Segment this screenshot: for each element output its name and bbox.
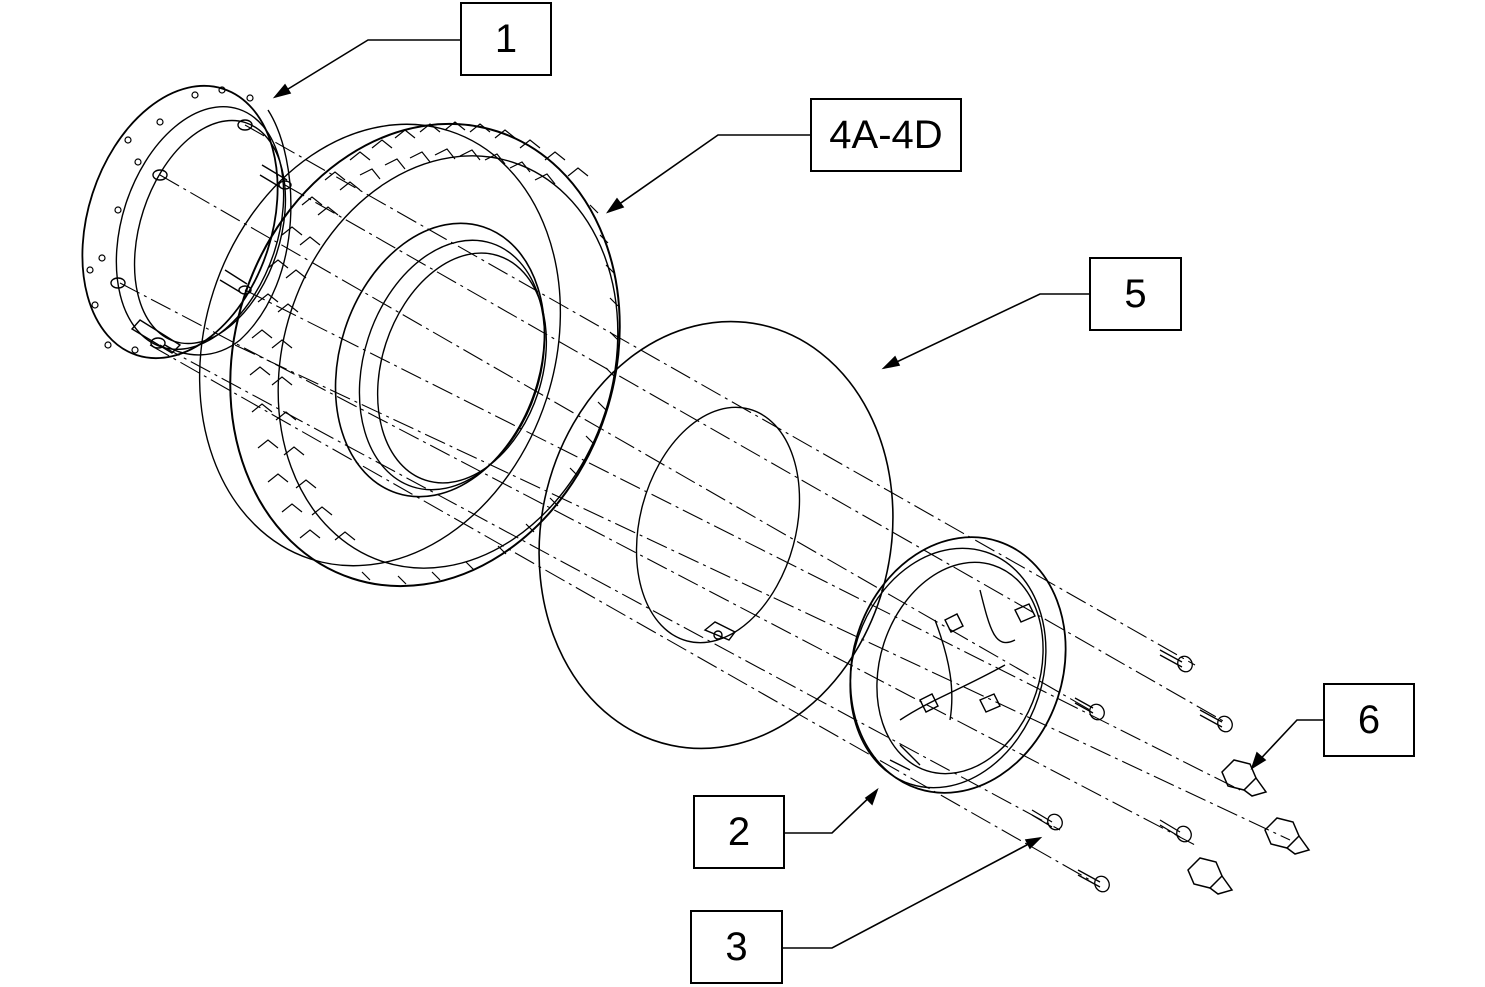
rim-half-outer [81, 84, 292, 360]
lug-nut [1221, 759, 1268, 797]
lug-nut [1264, 817, 1311, 855]
inner-tube [538, 320, 894, 750]
leader-6 [1251, 719, 1323, 769]
bolt [1159, 819, 1192, 843]
rim-half-inner [849, 536, 1067, 794]
callout-2-label: 2 [727, 809, 751, 854]
bolt [1199, 709, 1233, 733]
tire [198, 121, 621, 588]
callout-5: 5 [1089, 257, 1182, 331]
callout-6: 6 [1323, 683, 1415, 757]
leader-2-arrow [864, 787, 879, 806]
callout-5-label: 5 [1124, 271, 1147, 316]
rim-bolt-holes [86, 86, 254, 354]
callout-4a-4d-label: 4A-4D [829, 112, 943, 157]
leader-3 [783, 837, 1041, 949]
bolts [1031, 649, 1233, 893]
lug-nuts [1187, 759, 1311, 895]
leader-2 [785, 789, 878, 834]
callout-3-label: 3 [725, 924, 748, 969]
callout-4a-4d: 4A-4D [810, 98, 962, 172]
leader-3-arrow [1024, 836, 1043, 850]
lug-nut [1187, 857, 1234, 895]
callout-1: 1 [460, 2, 552, 76]
tire-tread [249, 121, 619, 585]
leader-4 [607, 134, 810, 213]
callout-6-label: 6 [1357, 697, 1381, 742]
bolt [1159, 649, 1193, 673]
rim-studs [110, 119, 292, 354]
bolt [1074, 697, 1105, 721]
callout-1-label: 1 [494, 16, 518, 61]
leader-6-arrow [1250, 751, 1267, 770]
callout-2: 2 [693, 795, 785, 869]
bolt [1031, 809, 1063, 831]
bolt [1077, 869, 1110, 893]
leader-1 [274, 39, 460, 98]
leader-5-arrow [881, 355, 901, 370]
callout-3: 3 [690, 910, 783, 984]
leader-lines [272, 39, 1323, 949]
assembly-lines [119, 124, 1291, 881]
leader-4-arrow [605, 197, 625, 214]
leader-1-arrow [272, 83, 292, 99]
leader-5 [883, 293, 1089, 369]
